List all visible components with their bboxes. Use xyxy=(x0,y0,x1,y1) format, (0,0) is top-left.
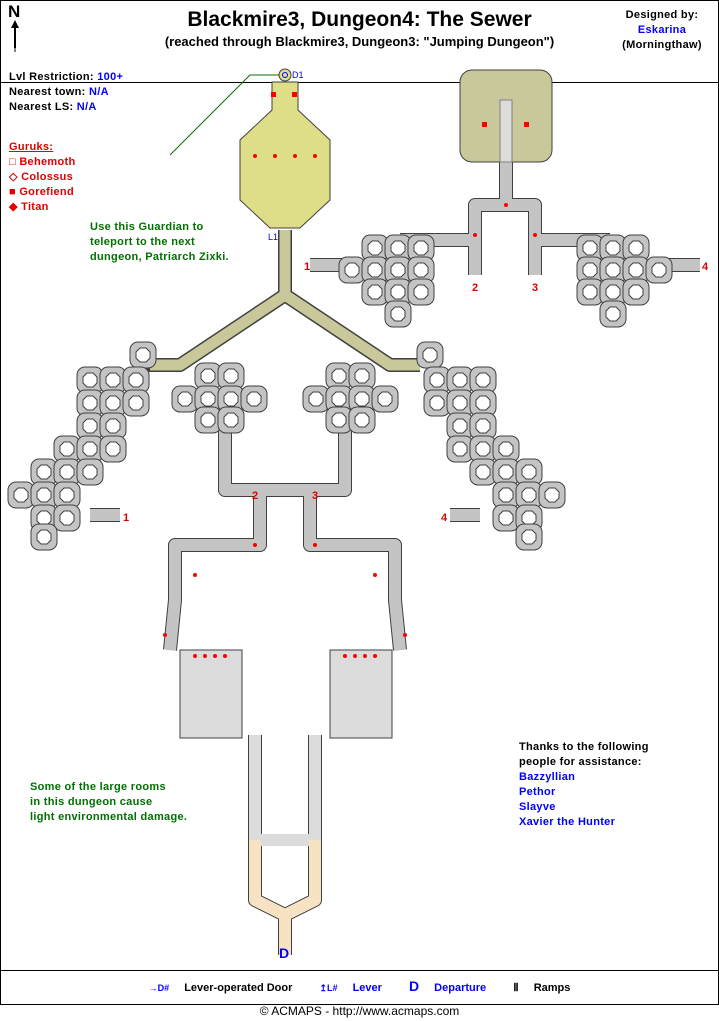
ramp-label: 1 xyxy=(123,512,129,524)
ramp-label: 2 xyxy=(472,282,478,294)
north-arrow-icon xyxy=(11,20,19,52)
guruk-behemoth: Behemoth xyxy=(19,156,76,168)
thanks-heading: Thanks to the following xyxy=(519,741,649,753)
departure-legend-label: Departure xyxy=(434,982,487,994)
ls-label: Nearest LS: xyxy=(9,101,74,113)
note-line: in this dungeon cause xyxy=(30,796,153,808)
thanks-heading: people for assistance: xyxy=(519,756,642,768)
guruk-titan: Titan xyxy=(21,201,49,213)
door-legend-icon: →D# xyxy=(148,983,170,993)
ramp-labels: 1 2 3 4 1 2 3 4 xyxy=(123,261,709,524)
hollow-square-icon: □ xyxy=(9,156,16,168)
lever-legend-label: Lever xyxy=(352,982,382,994)
ramp xyxy=(499,99,513,163)
hollow-diamond-icon: ◇ xyxy=(9,171,18,183)
compass-north-label: N xyxy=(8,2,21,21)
lvl-value: 100+ xyxy=(97,71,124,83)
door-label: D1 xyxy=(292,70,304,80)
ramp-label: 4 xyxy=(441,512,448,524)
note-line: Use this Guardian to xyxy=(90,221,204,233)
titan-markers xyxy=(163,154,537,658)
lvl-label: Lvl Restriction: xyxy=(9,71,94,83)
info-block: Lvl Restriction: 100+ Nearest town: N/A … xyxy=(9,70,123,115)
damage-note: Some of the large rooms in this dungeon … xyxy=(30,780,187,825)
guruk-colossus: Colossus xyxy=(21,171,74,183)
door-legend-label: Lever-operated Door xyxy=(184,982,293,994)
filled-square-icon: ■ xyxy=(9,186,16,198)
lever-legend-icon: ↥L# xyxy=(319,983,338,993)
note-line: light environmental damage. xyxy=(30,811,188,823)
note-line: dungeon, Patriarch Zixki. xyxy=(90,251,229,263)
guardian-room xyxy=(239,68,331,229)
ramps-legend-icon: Ⅱ xyxy=(513,982,519,994)
header-divider xyxy=(0,82,719,83)
ring-cluster-top-right xyxy=(576,234,673,328)
thanks-person: Xavier the Hunter xyxy=(519,816,616,828)
thanks-block: Thanks to the following people for assis… xyxy=(519,740,649,830)
guruk-heading: Guruks: xyxy=(9,141,54,153)
departure-legend-icon: D xyxy=(408,978,420,994)
ramp-label: 2 xyxy=(252,490,258,502)
designer-name: Eskarina xyxy=(637,24,687,36)
large-room-left xyxy=(179,649,243,739)
town-label: Nearest town: xyxy=(9,86,86,98)
designer-server: (Morningthaw) xyxy=(622,39,702,51)
footer-divider xyxy=(0,970,719,971)
town-value: N/A xyxy=(89,86,109,98)
ramp-label: 1 xyxy=(304,261,310,273)
ls-value: N/A xyxy=(76,101,97,113)
filled-diamond-icon: ◆ xyxy=(9,201,18,213)
page-title: Blackmire3, Dungeon4: The Sewer xyxy=(187,8,532,31)
designed-by-label: Designed by: xyxy=(625,9,699,21)
ring-cluster-right xyxy=(416,341,566,551)
map-legend: →D# Lever-operated Door ↥L# Lever D Depa… xyxy=(0,978,719,994)
large-room-right xyxy=(329,649,393,739)
guruk-legend: Guruks: □ Behemoth ◇ Colossus ■ Gorefien… xyxy=(9,140,76,215)
ramp-label: 3 xyxy=(532,282,538,294)
ramps-legend-label: Ramps xyxy=(533,982,571,994)
designer-block: Designed by: Eskarina (Morningthaw) xyxy=(617,8,707,53)
guardian-pointer-line xyxy=(169,74,282,156)
departure-marker: D xyxy=(279,945,289,961)
ring-cluster-mid-left xyxy=(171,362,268,434)
copyright: © ACMAPS - http://www.acmaps.com xyxy=(259,1004,460,1018)
ramp-label: 3 xyxy=(312,490,318,502)
corridors xyxy=(90,160,700,955)
note-line: teleport to the next xyxy=(90,236,196,248)
thanks-person: Slayve xyxy=(519,801,556,813)
ramp-label: 4 xyxy=(702,261,709,273)
dungeon-map: D1 L1 xyxy=(7,68,709,961)
thanks-person: Bazzyllian xyxy=(519,771,576,783)
ring-cluster-mid-right xyxy=(302,362,399,434)
guardian-note: Use this Guardian to teleport to the nex… xyxy=(90,220,229,265)
note-line: Some of the large rooms xyxy=(30,781,166,793)
ring-cluster-left xyxy=(7,341,157,551)
ring-cluster-top-left xyxy=(338,234,435,328)
lever-label: L1 xyxy=(268,232,278,242)
thanks-person: Pethor xyxy=(519,786,556,798)
page-subtitle: (reached through Blackmire3, Dungeon3: "… xyxy=(164,34,555,49)
guruk-gorefiend: Gorefiend xyxy=(19,186,74,198)
